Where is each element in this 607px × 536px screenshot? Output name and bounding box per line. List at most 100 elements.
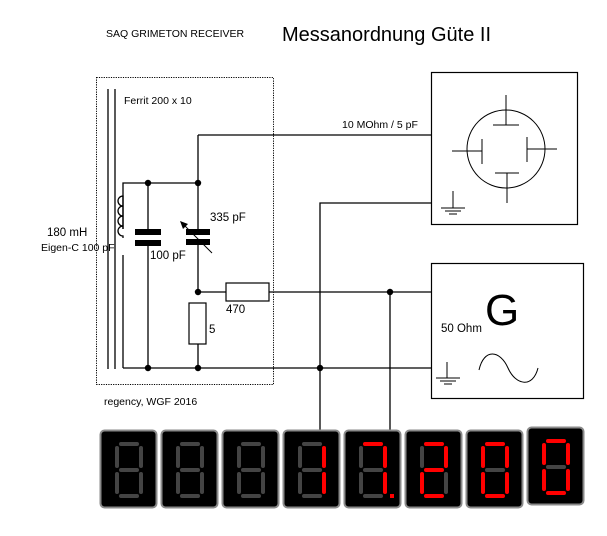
segment-f bbox=[176, 446, 180, 468]
segment-b bbox=[566, 443, 570, 465]
segment-b bbox=[322, 446, 326, 468]
junction-dot bbox=[316, 364, 324, 372]
segment-a bbox=[180, 442, 200, 446]
segment-c bbox=[322, 472, 326, 494]
variable-arrow-head-icon bbox=[180, 221, 188, 229]
segment-a bbox=[546, 439, 566, 443]
segment-b bbox=[383, 446, 387, 468]
segment-c bbox=[139, 472, 143, 494]
segment-b bbox=[261, 446, 265, 468]
segment-c bbox=[261, 472, 265, 494]
segment-g bbox=[485, 468, 505, 472]
series-resistor bbox=[225, 282, 270, 302]
segment-b bbox=[139, 446, 143, 468]
inductance-label: 180 mH bbox=[47, 227, 87, 239]
shunt-resistor-label: 5 bbox=[209, 324, 215, 336]
display-digit bbox=[404, 429, 463, 509]
segment-b bbox=[444, 446, 448, 468]
segment-e bbox=[237, 472, 241, 494]
segment-f bbox=[420, 446, 424, 468]
segment-e bbox=[481, 472, 485, 494]
variable-capacitor-label: 335 pF bbox=[210, 212, 246, 224]
probe-label: 10 MOhm / 5 pF bbox=[342, 119, 418, 131]
decimal-point bbox=[390, 494, 394, 498]
junction-dot bbox=[144, 364, 152, 372]
display-digit bbox=[221, 429, 280, 509]
segment-g bbox=[546, 465, 566, 469]
series-resistor-label: 470 bbox=[226, 304, 245, 316]
page-title: Messanordnung Güte II bbox=[282, 24, 491, 46]
segment-f bbox=[542, 443, 546, 465]
signal-generator: G 50 Ohm bbox=[430, 262, 585, 400]
display-digit bbox=[526, 426, 585, 506]
segment-e bbox=[298, 472, 302, 494]
segment-b bbox=[200, 446, 204, 468]
segment-d bbox=[485, 494, 505, 498]
generator-symbol: G bbox=[485, 286, 519, 335]
segment-e bbox=[542, 469, 546, 491]
segment-c bbox=[200, 472, 204, 494]
segment-a bbox=[363, 442, 383, 446]
segment-b bbox=[505, 446, 509, 468]
display-digit bbox=[465, 429, 524, 509]
segment-e bbox=[359, 472, 363, 494]
segment-f bbox=[481, 446, 485, 468]
seven-segment-display bbox=[99, 426, 585, 509]
generator-impedance-label: 50 Ohm bbox=[441, 323, 482, 335]
ground-icon bbox=[441, 191, 465, 215]
segment-c bbox=[383, 472, 387, 494]
segment-d bbox=[119, 494, 139, 498]
segment-c bbox=[566, 469, 570, 491]
self-capacitance-label: Eigen-C 100 pF bbox=[41, 242, 115, 254]
junction-dot bbox=[194, 288, 202, 296]
sine-wave-icon bbox=[478, 353, 539, 383]
segment-g bbox=[119, 468, 139, 472]
junction-dot bbox=[194, 179, 202, 187]
segment-d bbox=[546, 491, 566, 495]
variable-arrow-icon bbox=[181, 222, 213, 254]
segment-a bbox=[119, 442, 139, 446]
cap-fixed-plate bbox=[135, 229, 161, 235]
segment-d bbox=[241, 494, 261, 498]
scope-ground-wire bbox=[319, 202, 431, 430]
segment-c bbox=[444, 472, 448, 494]
display-digit bbox=[99, 429, 158, 509]
junction-dots bbox=[144, 179, 394, 372]
junction-dot bbox=[194, 364, 202, 372]
segment-f bbox=[115, 446, 119, 468]
segment-a bbox=[485, 442, 505, 446]
ferrite-label: Ferrit 200 x 10 bbox=[124, 95, 192, 107]
credit-label: regency, WGF 2016 bbox=[104, 396, 197, 408]
segment-d bbox=[363, 494, 383, 498]
display-digit bbox=[160, 429, 219, 509]
segment-g bbox=[180, 468, 200, 472]
display-digit bbox=[282, 429, 341, 509]
subtitle: SAQ GRIMETON RECEIVER bbox=[106, 28, 244, 40]
junction-dot bbox=[144, 179, 152, 187]
generator-box bbox=[430, 262, 585, 400]
segment-g bbox=[241, 468, 261, 472]
segment-f bbox=[237, 446, 241, 468]
segment-f bbox=[298, 446, 302, 468]
segment-e bbox=[176, 472, 180, 494]
junction-dot bbox=[386, 288, 394, 296]
segment-e bbox=[420, 472, 424, 494]
oscilloscope bbox=[430, 71, 579, 226]
segment-d bbox=[180, 494, 200, 498]
top-rail-wire bbox=[122, 182, 198, 229]
segment-d bbox=[424, 494, 444, 498]
cap-variable-plate bbox=[186, 239, 210, 245]
cap-variable-plate bbox=[186, 229, 210, 235]
segment-a bbox=[302, 442, 322, 446]
segment-g bbox=[363, 468, 383, 472]
ground-icon bbox=[436, 362, 460, 385]
antenna-enclosure bbox=[96, 77, 274, 385]
coil-icon bbox=[117, 195, 124, 238]
display-digit bbox=[343, 429, 402, 509]
segment-f bbox=[359, 446, 363, 468]
segment-c bbox=[505, 472, 509, 494]
fixed-capacitor-label: 100 pF bbox=[150, 250, 186, 262]
segment-g bbox=[424, 468, 444, 472]
segment-g bbox=[302, 468, 322, 472]
